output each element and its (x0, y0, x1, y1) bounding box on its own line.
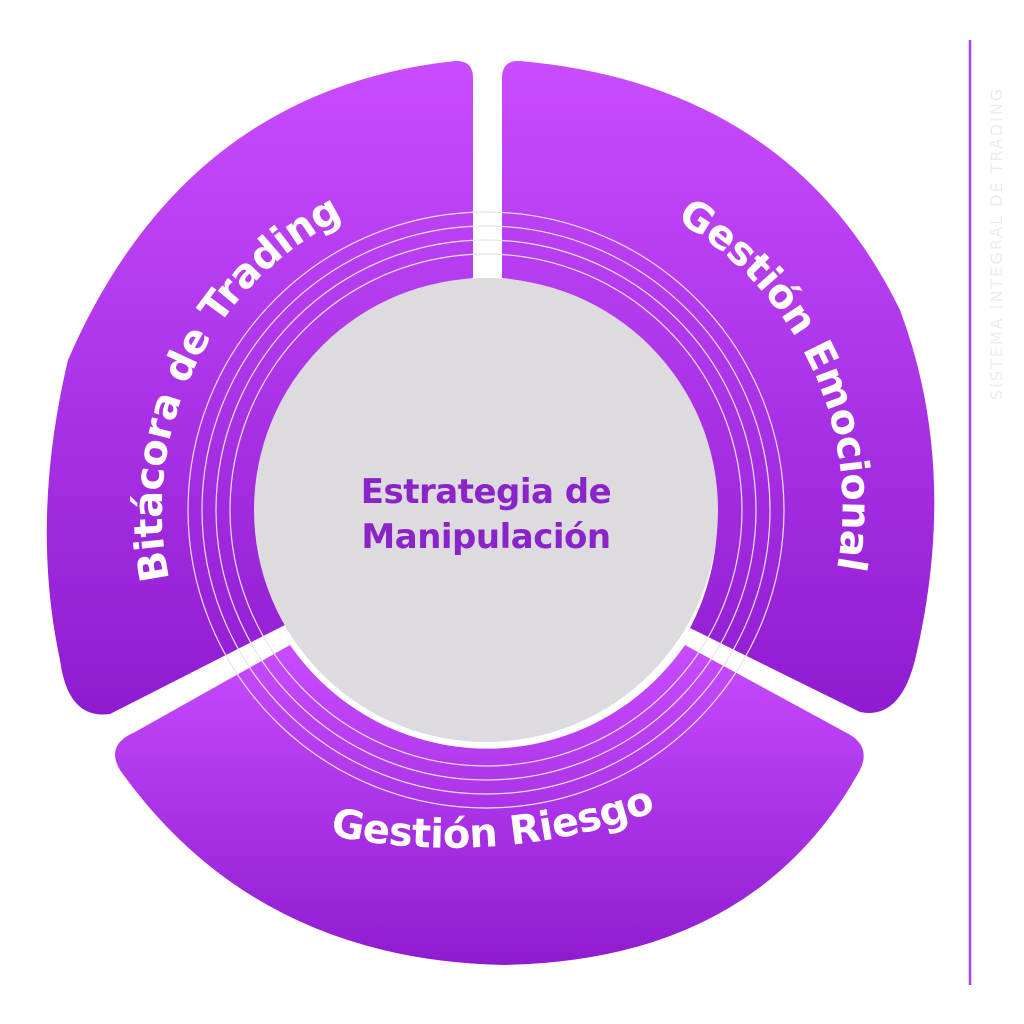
side-faint-text: SISTEMA INTEGRAL DE TRADING (987, 87, 1006, 400)
segment-gestion-emocional[interactable] (502, 60, 935, 713)
center-title-line-2: Manipulación (361, 517, 610, 557)
segment-bitacora-de-trading[interactable] (46, 60, 473, 715)
center-title-line-1: Estrategia de (361, 472, 611, 512)
segment-gestion-riesgos[interactable] (115, 645, 864, 965)
concentric-rings (187, 211, 785, 809)
center-circle (254, 278, 718, 742)
